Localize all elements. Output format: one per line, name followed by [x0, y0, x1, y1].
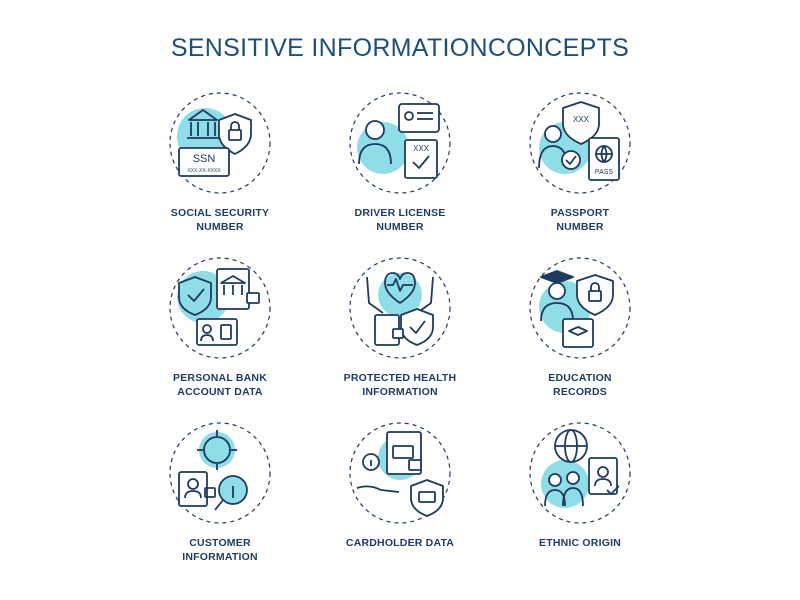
ssn-mask-text: XXX-XX-XXXX [187, 168, 221, 174]
driver-license-number-icon: XXX [349, 92, 451, 194]
protected-health-information-icon [349, 257, 451, 359]
passport-mask-text: XXX [573, 115, 590, 124]
concept-label: ETHNIC ORIGIN [539, 537, 621, 549]
concept-item: ETHNIC ORIGIN [490, 420, 670, 585]
concept-item: CARDHOLDER DATA [310, 420, 490, 585]
ssn-card-text: SSN [193, 153, 216, 165]
cardholder-data-icon [349, 422, 451, 524]
passport-number-icon: XXX PASS [529, 92, 631, 194]
page-title: SENSITIVE INFORMATIONCONCEPTS [170, 34, 630, 62]
concept-label: CARDHOLDER DATA [345, 537, 455, 549]
passport-book-text: PASS [595, 169, 613, 176]
social-security-number-icon: SSN XXX-XX-XXXX [169, 92, 271, 194]
personal-bank-account-data-icon [169, 257, 271, 359]
education-records-icon [529, 257, 631, 359]
license-mask-text: XXX [413, 144, 430, 153]
ethnic-origin-icon [529, 422, 631, 524]
customer-information-icon [169, 422, 271, 524]
